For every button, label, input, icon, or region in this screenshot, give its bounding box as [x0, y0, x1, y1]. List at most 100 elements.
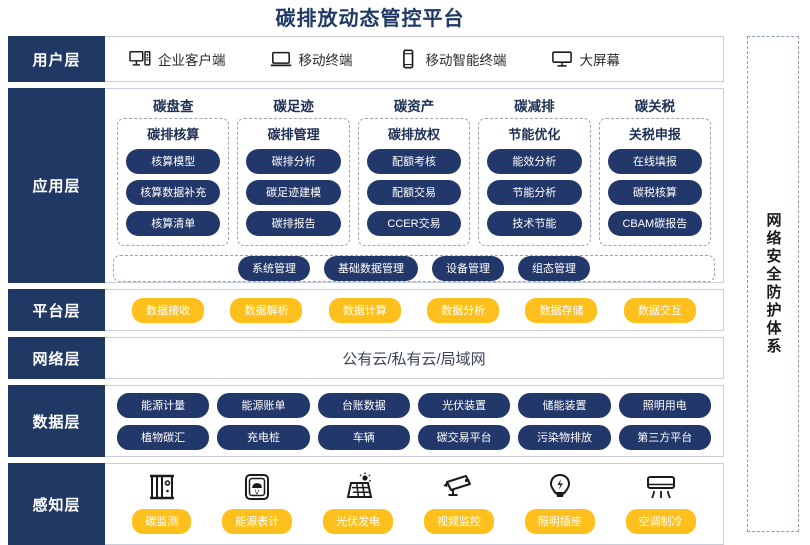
- sense-item-video-surveillance[interactable]: 视频监控: [423, 472, 494, 534]
- sense-label-pill[interactable]: 视频监控: [423, 509, 494, 534]
- network-description: 公有云/私有云/局域网: [342, 350, 486, 368]
- app-feature-pill[interactable]: 碳排报告: [246, 211, 341, 236]
- layer-body-application: 碳盘查 碳排核算 核算模型 核算数据补充 核算清单 碳足迹 碳排管理 碳排分析: [105, 88, 724, 283]
- data-source-pill[interactable]: 植物碳汇: [117, 424, 210, 450]
- data-source-grid: 能源计量 能源账单 台账数据 光伏装置 储能装置 照明用电 植物碳汇 充电桩 车…: [105, 386, 723, 457]
- layer-label-user: 用户层: [8, 36, 105, 82]
- common-service-pill[interactable]: 基础数据管理: [324, 256, 418, 281]
- data-source-pill[interactable]: 第三方平台: [618, 424, 711, 450]
- platform-pill[interactable]: 数据计算: [328, 297, 401, 323]
- data-source-row: 植物碳汇 充电桩 车辆 碳交易平台 污染物排放 第三方平台: [117, 424, 711, 450]
- sense-item-lighting-socket[interactable]: 照明插座: [524, 472, 595, 534]
- monitor-icon: [551, 49, 573, 69]
- solar-panel-icon: [341, 472, 375, 502]
- user-item-label: 企业客户端: [158, 53, 226, 68]
- layer-body-network: 公有云/私有云/局域网: [105, 337, 724, 379]
- app-feature-pill[interactable]: 碳排分析: [246, 149, 341, 174]
- app-group-box: 节能优化 能效分析 节能分析 技术节能: [478, 118, 591, 246]
- app-feature-pill[interactable]: 能效分析: [487, 149, 582, 174]
- app-group-carbon-asset: 碳资产 碳排放权 配额考核 配额交易 CCER交易: [357, 95, 471, 246]
- app-feature-pill[interactable]: 碳足迹建模: [246, 180, 341, 205]
- app-group-subtitle: 碳排核算: [147, 127, 200, 142]
- data-source-pill[interactable]: 充电桩: [217, 424, 310, 450]
- laptop-icon: [270, 49, 292, 69]
- application-group-list: 碳盘查 碳排核算 核算模型 核算数据补充 核算清单 碳足迹 碳排管理 碳排分析: [113, 95, 715, 246]
- layer-label-data: 数据层: [8, 385, 105, 457]
- app-feature-pill[interactable]: 在线填报: [607, 149, 703, 174]
- platform-pill[interactable]: 数据分析: [427, 297, 500, 323]
- platform-pill[interactable]: 数据解析: [230, 297, 303, 323]
- layer-row-network: 网络层 公有云/私有云/局域网: [8, 337, 724, 379]
- app-feature-pill[interactable]: 配额交易: [366, 180, 462, 205]
- light-bulb-icon: [543, 472, 577, 502]
- user-item-enterprise-client[interactable]: 企业客户端: [129, 49, 226, 69]
- data-source-pill[interactable]: 照明用电: [618, 392, 711, 418]
- app-feature-pill[interactable]: 技术节能: [487, 211, 582, 236]
- app-group-title: 碳关税: [634, 99, 676, 114]
- app-feature-pill[interactable]: CBAM碳报告: [607, 211, 703, 236]
- user-item-mobile-terminal[interactable]: 移动终端: [270, 49, 353, 69]
- app-feature-pill[interactable]: 核算清单: [126, 211, 221, 236]
- cctv-camera-icon: [442, 472, 476, 502]
- layer-row-data: 数据层 能源计量 能源账单 台账数据 光伏装置 储能装置 照明用电 植物碳汇 充…: [8, 385, 724, 457]
- data-source-pill[interactable]: 能源账单: [217, 392, 310, 418]
- layer-label-platform: 平台层: [8, 289, 105, 331]
- data-source-pill[interactable]: 污染物排放: [518, 424, 611, 450]
- app-group-subtitle: 关税申报: [628, 127, 681, 142]
- platform-pill[interactable]: 数据接收: [132, 297, 205, 323]
- sense-label-pill[interactable]: 空调制冷: [625, 509, 696, 534]
- user-item-large-screen[interactable]: 大屏幕: [551, 49, 620, 69]
- page-title: 碳排放动态管控平台: [275, 8, 465, 30]
- application-common-services: 系统管理 基础数据管理 设备管理 组态管理: [113, 255, 715, 282]
- app-group-carbon-tariff: 碳关税 关税申报 在线填报 碳税核算 CBAM碳报告: [598, 95, 712, 246]
- app-group-title: 碳足迹: [273, 99, 314, 114]
- data-source-pill[interactable]: 储能装置: [518, 392, 611, 418]
- app-group-title: 碳减排: [514, 99, 555, 114]
- common-service-pill[interactable]: 系统管理: [238, 256, 310, 281]
- layer-body-platform: 数据接收 数据解析 数据计算 数据分析 数据存储 数据交互: [105, 289, 724, 331]
- user-item-smart-mobile-terminal[interactable]: 移动智能终端: [397, 49, 507, 69]
- app-feature-pill[interactable]: 碳税核算: [607, 180, 703, 205]
- app-feature-pill[interactable]: 核算数据补充: [126, 180, 221, 205]
- sense-item-energy-meter[interactable]: V 能源表计: [222, 472, 293, 534]
- app-group-title: 碳资产: [393, 99, 435, 114]
- data-source-pill[interactable]: 车辆: [317, 424, 410, 450]
- common-service-pill[interactable]: 设备管理: [432, 256, 504, 281]
- app-group-carbon-footprint: 碳足迹 碳排管理 碳排分析 碳足迹建模 碳排报告: [237, 95, 350, 246]
- sense-label-pill[interactable]: 光伏发电: [323, 509, 394, 534]
- app-feature-pill[interactable]: 核算模型: [126, 149, 221, 174]
- user-terminal-list: 企业客户端 移动终端: [105, 49, 723, 69]
- sense-label-pill[interactable]: 照明插座: [524, 509, 595, 534]
- layer-row-platform: 平台层 数据接收 数据解析 数据计算 数据分析 数据存储 数据交互: [8, 289, 724, 331]
- app-feature-pill[interactable]: 配额考核: [366, 149, 462, 174]
- app-group-subtitle: 碳排放权: [388, 127, 441, 142]
- sense-label-pill[interactable]: 碳监测: [132, 509, 192, 534]
- app-feature-pill[interactable]: CCER交易: [366, 211, 462, 236]
- layer-stack: 用户层: [8, 36, 724, 545]
- layer-row-user: 用户层: [8, 36, 724, 82]
- layer-label-network: 网络层: [8, 337, 105, 379]
- app-group-title: 碳盘查: [152, 99, 194, 114]
- data-source-row: 能源计量 能源账单 台账数据 光伏装置 储能装置 照明用电: [117, 392, 711, 418]
- svg-text:V: V: [255, 490, 260, 497]
- app-group-carbon-inventory: 碳盘查 碳排核算 核算模型 核算数据补充 核算清单: [117, 95, 230, 246]
- platform-pill[interactable]: 数据交互: [623, 297, 696, 323]
- data-source-pill[interactable]: 台账数据: [317, 392, 410, 418]
- layer-body-user: 企业客户端 移动终端: [105, 36, 724, 82]
- layer-label-sense: 感知层: [8, 463, 105, 545]
- data-source-pill[interactable]: 光伏装置: [417, 392, 511, 418]
- air-conditioner-icon: [644, 472, 678, 502]
- gas-analyzer-icon: [145, 472, 179, 502]
- sense-item-air-conditioning[interactable]: 空调制冷: [625, 472, 696, 534]
- sense-item-solar-power[interactable]: 光伏发电: [323, 472, 394, 534]
- app-group-box: 关税申报 在线填报 碳税核算 CBAM碳报告: [598, 118, 712, 246]
- app-group-box: 碳排核算 核算模型 核算数据补充 核算清单: [117, 118, 230, 246]
- platform-pill[interactable]: 数据存储: [525, 297, 598, 323]
- sense-item-carbon-monitoring[interactable]: 碳监测: [132, 472, 192, 534]
- data-source-pill[interactable]: 碳交易平台: [417, 424, 511, 450]
- app-feature-pill[interactable]: 节能分析: [487, 180, 582, 205]
- sense-label-pill[interactable]: 能源表计: [222, 509, 293, 534]
- common-service-pill[interactable]: 组态管理: [518, 256, 590, 281]
- app-group-subtitle: 碳排管理: [267, 127, 320, 142]
- data-source-pill[interactable]: 能源计量: [117, 392, 210, 418]
